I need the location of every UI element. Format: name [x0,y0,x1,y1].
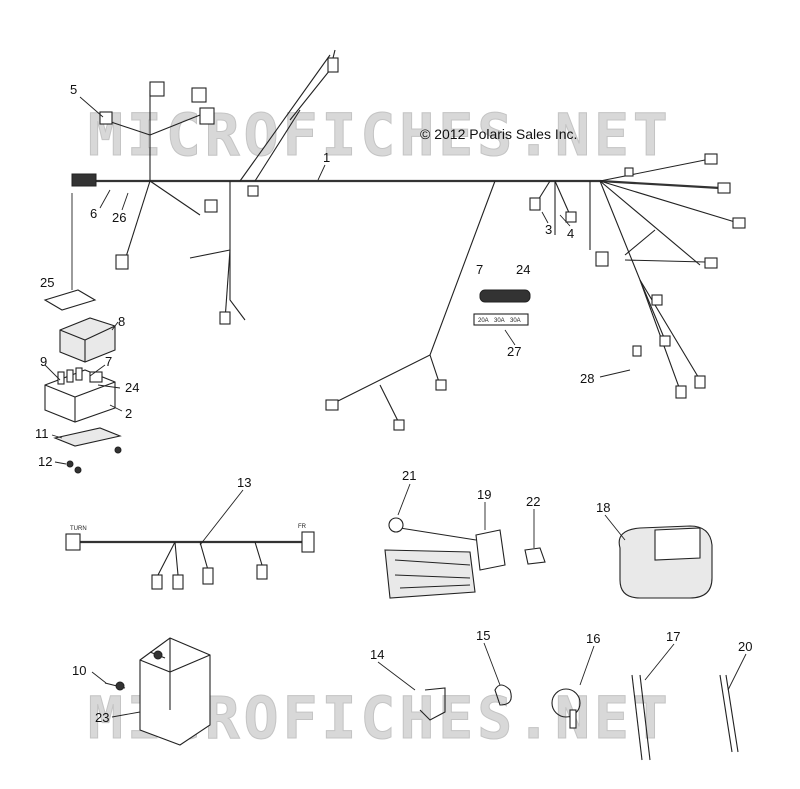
callout-12: 12 [38,454,52,469]
callout-2: 2 [125,406,132,421]
fuse-label-sheet [43,193,97,311]
small-hardware [419,674,739,761]
control-module [104,637,211,746]
callout-16: 16 [586,631,600,646]
callout-24-upper: 24 [516,262,530,277]
callout-9: 9 [40,354,47,369]
callout-19: 19 [477,487,491,502]
callout-24-lower: 24 [125,380,139,395]
sub-harness: TURN FR [65,524,315,590]
copyright-text: © 2012 Polaris Sales Inc. [420,126,577,142]
callout-3: 3 [545,222,552,237]
storage-cover [618,525,713,599]
callout-6: 6 [90,206,97,221]
callout-1: 1 [323,150,330,165]
callout-5: 5 [70,82,77,97]
callout-11: 11 [35,426,49,441]
callout-13: 13 [237,475,251,490]
callout-20: 20 [738,639,752,654]
callout-27: 27 [507,344,521,359]
leader-lines [44,96,747,718]
svg-text:TURN: TURN [70,526,87,532]
callout-25: 25 [40,275,54,290]
callout-26: 26 [112,210,126,225]
callout-22: 22 [526,494,540,509]
main-harness [71,49,746,431]
fuse-rating-2: 30A [494,318,505,324]
callout-18: 18 [596,500,610,515]
callout-7-upper: 7 [476,262,483,277]
callout-4: 4 [567,226,574,241]
fuse-rating-1: 20A [478,318,489,324]
callout-14: 14 [370,647,384,662]
svg-text:FR: FR [298,524,307,530]
callout-17: 17 [666,629,680,644]
fuse-holder: 20A 30A 30A [473,289,531,326]
fuse-rating-3: 30A [510,318,521,324]
callout-21: 21 [402,468,416,483]
mounting-plate [53,427,122,474]
relay-module [384,517,546,599]
callout-15: 15 [476,628,490,643]
callout-23: 23 [95,710,109,725]
fuse-box-cover [59,317,116,363]
callout-7-lower: 7 [105,354,112,369]
callout-labels: 1 5 6 26 3 4 7 24 27 28 25 8 9 7 24 2 11… [35,82,752,725]
callout-10: 10 [72,663,86,678]
callout-8: 8 [118,314,125,329]
watermark-top: MICROFICHES.NET [88,101,672,169]
callout-28: 28 [580,371,594,386]
